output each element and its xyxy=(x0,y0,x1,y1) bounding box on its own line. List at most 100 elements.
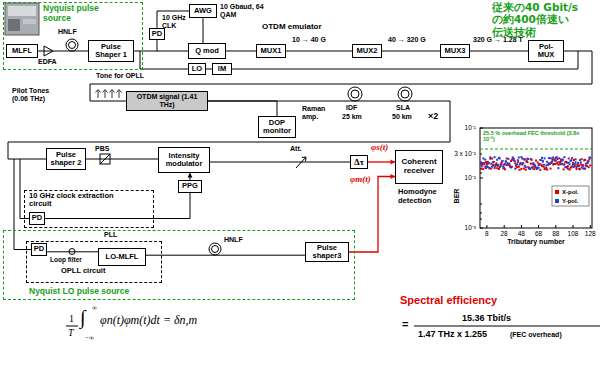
data-point xyxy=(516,163,518,165)
fiber-coil xyxy=(69,42,76,49)
data-point xyxy=(497,164,499,166)
data-point xyxy=(552,164,554,166)
data-point xyxy=(518,157,520,159)
data-point xyxy=(538,167,540,169)
data-point xyxy=(550,168,552,170)
data-point xyxy=(563,156,565,158)
text-label: 従来の40 Gbit/s の約400倍速い 伝送技術 xyxy=(492,1,602,38)
process-box: PD xyxy=(31,243,47,255)
data-point xyxy=(561,163,563,165)
data-point xyxy=(575,158,577,160)
data-point xyxy=(482,158,484,160)
data-point xyxy=(557,167,559,169)
fiber-coil xyxy=(212,246,219,253)
data-point xyxy=(534,166,536,168)
data-point xyxy=(586,165,588,167)
fiber-coil xyxy=(351,90,359,98)
box-label: PD xyxy=(152,30,162,38)
data-point xyxy=(517,159,519,161)
connector xyxy=(470,51,528,52)
text-label: 10⁻² xyxy=(465,174,476,181)
data-point xyxy=(563,168,565,170)
text-label: HNLF xyxy=(224,236,243,244)
process-box: Pol-MUX xyxy=(528,40,564,62)
data-point xyxy=(528,167,530,169)
text-label: 10⁻¹ xyxy=(465,124,476,131)
text-label: Loop filter xyxy=(50,256,82,263)
data-point xyxy=(553,163,555,165)
equipment-photo xyxy=(8,19,20,31)
box-label: IM xyxy=(218,65,226,73)
box-label: MUX3 xyxy=(445,47,466,55)
equipment-photo xyxy=(8,6,36,16)
region-title: 10 GHz clock extraction circuit xyxy=(29,192,121,209)
text-label: 1.47 THz x 1.255 xyxy=(418,329,487,339)
connector xyxy=(226,51,256,52)
fiber-coil xyxy=(398,87,412,101)
data-point xyxy=(498,157,500,159)
data-point xyxy=(512,159,514,161)
process-box: MLFL xyxy=(6,44,38,58)
data-point xyxy=(548,163,550,165)
box-label: MUX1 xyxy=(261,47,282,55)
text-label: −∞ xyxy=(85,334,94,342)
text-label: Tone for OPLL xyxy=(96,72,144,80)
data-point xyxy=(486,165,488,167)
text-label: 10⁻³ xyxy=(465,224,476,231)
process-box: AWG xyxy=(189,4,217,18)
data-point xyxy=(588,157,590,159)
fiber-coil xyxy=(209,243,221,255)
data-point xyxy=(577,162,579,164)
data-point xyxy=(500,163,502,165)
data-point xyxy=(589,157,591,159)
data-point xyxy=(503,164,505,166)
process-box: MUX1 xyxy=(256,44,286,58)
legend-box xyxy=(552,186,589,206)
data-point xyxy=(539,159,541,161)
data-point xyxy=(569,163,571,165)
data-point xyxy=(576,168,578,170)
connector xyxy=(382,51,440,52)
data-point xyxy=(563,164,565,166)
data-point xyxy=(581,158,583,160)
data-point xyxy=(504,168,506,170)
fiber-coil xyxy=(66,39,78,51)
data-point xyxy=(485,161,487,163)
process-box: PD xyxy=(29,212,45,224)
data-point xyxy=(576,166,578,168)
text-label: BER xyxy=(453,189,461,204)
data-point xyxy=(552,156,554,158)
region-title: OPLL circuit xyxy=(61,267,131,275)
data-point xyxy=(535,160,537,162)
fraction-bar xyxy=(66,326,78,327)
data-point xyxy=(505,161,507,163)
data-point xyxy=(519,164,521,166)
region-title: Nyquist pulse source xyxy=(43,4,109,23)
data-point xyxy=(562,158,564,160)
box-label: Pulse shaper 2 xyxy=(49,151,83,168)
text-label: ×2 xyxy=(428,111,438,121)
process-box: MUX2 xyxy=(352,44,382,58)
data-point xyxy=(571,157,573,159)
text-label: 40 → 320 G xyxy=(388,36,426,44)
data-point xyxy=(492,161,494,163)
arrowhead xyxy=(188,173,193,178)
connector xyxy=(86,159,158,160)
data-point xyxy=(525,166,527,168)
data-point xyxy=(528,168,530,170)
text-label: IDF xyxy=(346,104,357,112)
text-label: 10 → 40 G xyxy=(292,36,326,44)
text-label: φn(t)φm(t)dt = δn,m xyxy=(100,314,197,328)
data-point xyxy=(585,165,587,167)
data-point xyxy=(557,158,559,160)
process-box: Pulse Shaper 1 xyxy=(88,40,134,62)
data-point xyxy=(482,168,484,170)
data-point xyxy=(542,160,544,162)
data-point xyxy=(526,161,528,163)
text-label: 48 xyxy=(518,230,525,237)
data-point xyxy=(492,164,494,166)
data-point xyxy=(520,168,522,170)
data-point xyxy=(545,164,547,166)
data-point xyxy=(484,159,486,161)
box-label: LO xyxy=(192,65,202,73)
